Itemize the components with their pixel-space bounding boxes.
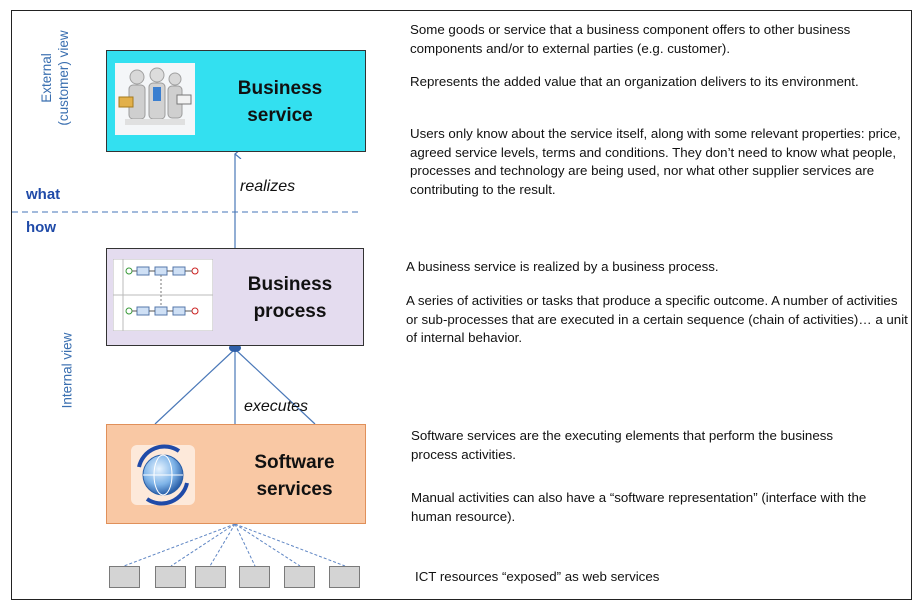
business-service-title: Business service: [237, 78, 323, 126]
ict-resource-block: [239, 566, 270, 588]
external-view-label: External (customer) view: [39, 30, 71, 126]
business-service-desc-3: Users only know about the service itself…: [410, 126, 901, 197]
software-services-box: Software services: [106, 424, 366, 524]
ict-fan-lines: [123, 523, 346, 567]
internal-view-label: Internal view: [59, 332, 75, 409]
realizes-label: realizes: [240, 178, 296, 195]
software-services-desc-2: Manual activities can also have a “softw…: [411, 490, 867, 524]
business-process-desc-1: A business service is realized by a busi…: [406, 259, 719, 274]
how-label: how: [26, 219, 56, 236]
globe-refresh-icon: [127, 443, 199, 507]
process-diagram-icon: [112, 258, 214, 332]
ict-resource-block: [195, 566, 226, 588]
business-process-title: Business process: [247, 274, 333, 322]
ict-resources-desc: ICT resources “exposed” as web services: [415, 569, 660, 584]
business-process-desc-2: A series of activities or tasks that pro…: [406, 293, 908, 345]
ict-resource-block: [155, 566, 186, 588]
business-service-box: Business service: [106, 50, 366, 152]
executes-line-left: [154, 349, 235, 425]
software-services-desc-1: Software services are the executing elem…: [411, 428, 834, 462]
connectors: [12, 0, 360, 567]
business-process-box: Business process: [106, 248, 364, 346]
ict-resource-block: [329, 566, 360, 588]
business-service-desc-2: Represents the added value that an organ…: [410, 74, 859, 89]
software-services-title: Software services: [254, 452, 335, 500]
executes-label: executes: [244, 398, 309, 415]
business-people-icon: [115, 63, 195, 135]
executes-line-right: [235, 349, 316, 425]
executes-junction: [229, 344, 241, 352]
business-service-desc-1: Some goods or service that a business co…: [410, 22, 851, 56]
what-label: what: [26, 186, 61, 203]
ict-resource-block: [109, 566, 140, 588]
ict-resource-block: [284, 566, 315, 588]
